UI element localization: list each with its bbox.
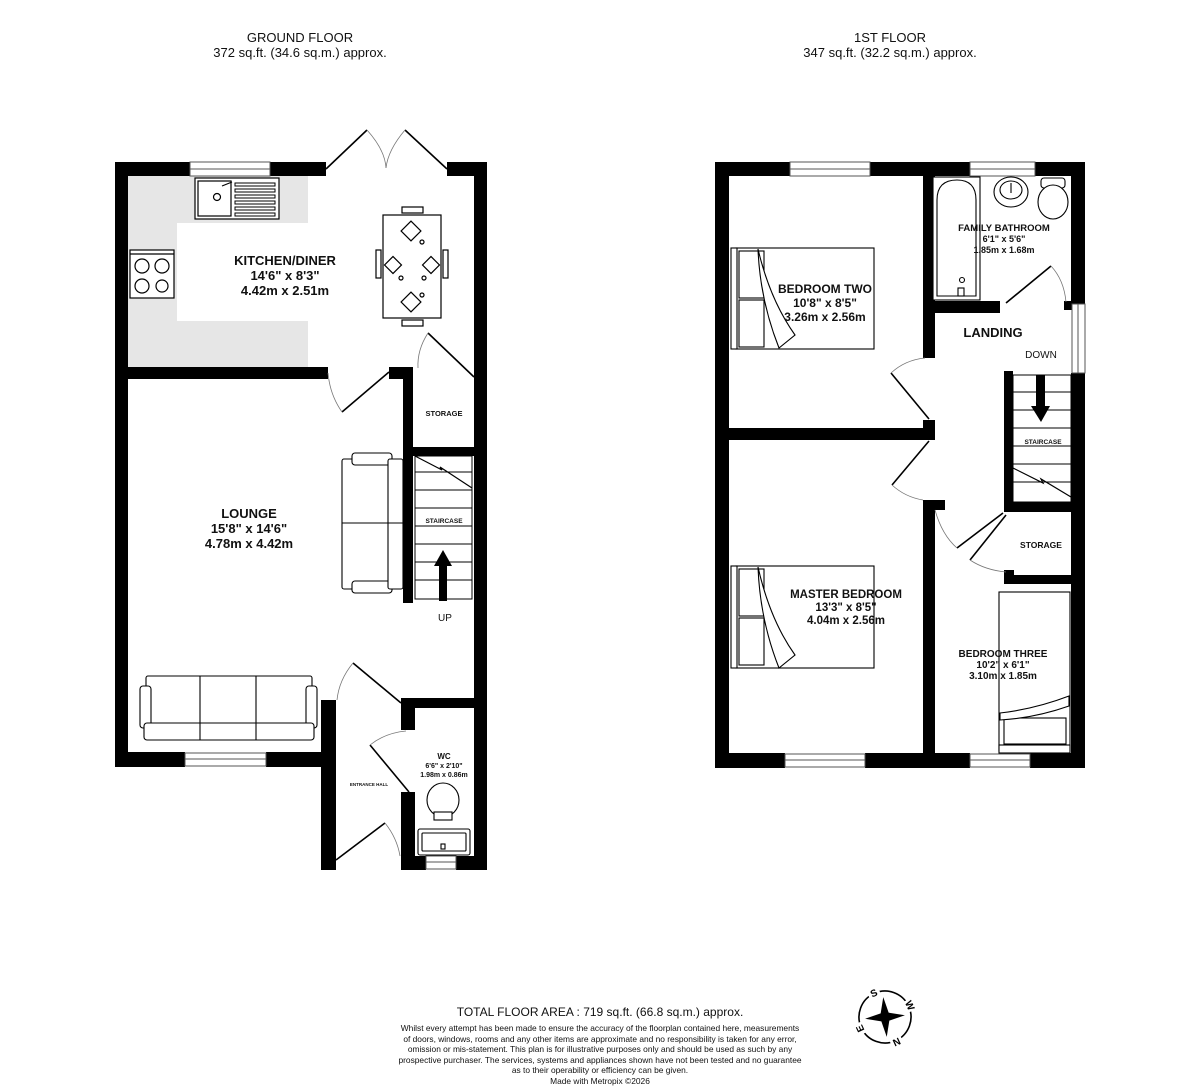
first-storage-label: STORAGE [1020,540,1062,550]
bedroom-two-metric: 3.26m x 2.56m [784,310,865,324]
sofa-two-seat-icon [342,453,403,593]
hob-icon [130,250,174,298]
total-floor-area: TOTAL FLOOR AREA : 719 sq.ft. (66.8 sq.m… [300,1005,900,1019]
wc-toilet-icon [418,783,470,855]
dining-table-icon [376,207,448,326]
kitchen-metric: 4.42m x 2.51m [241,283,329,298]
compass-icon: S N W E [850,982,920,1052]
kitchen-imperial: 14'6" x 8'3" [250,268,319,283]
bedroom-three-imperial: 10'2" x 6'1" [976,660,1029,671]
french-doors [326,130,447,169]
basin-icon [994,177,1028,207]
stair-down-label: DOWN [1025,350,1057,361]
bathtub-icon [933,177,980,300]
stair-down-arrow-icon [1031,375,1050,422]
entrance-hall-label: ENTRANCE HALL [350,782,388,787]
credit-line: Made with Metropix ©2026 [300,1076,900,1086]
compass-west: W [902,999,916,1013]
wc-imperial: 6'6" x 2'10" [425,763,462,770]
ground-floor-plan [115,130,487,870]
floorplan-drawing: KITCHEN/DINER 14'6" x 8'3" 4.42m x 2.51m… [0,0,1200,1000]
bedroom-three-metric: 3.10m x 1.85m [969,671,1037,682]
master-bedroom-imperial: 13'3" x 8'5" [815,602,876,614]
footer: TOTAL FLOOR AREA : 719 sq.ft. (66.8 sq.m… [300,1005,900,1086]
ground-storage-label: STORAGE [426,409,463,418]
bathroom-imperial: 6'1" x 5'6" [983,234,1026,244]
landing-label: LANDING [963,325,1022,340]
ground-staircase-label: STAIRCASE [425,518,463,525]
master-bedroom-metric: 4.04m x 2.56m [807,615,885,627]
bedroom-two-imperial: 10'8" x 8'5" [793,296,857,310]
sofa-three-seat-icon [140,676,317,740]
wc-metric: 1.98m x 0.86m [420,772,467,779]
kitchen-sink-icon [195,178,279,219]
disclaimer-line: as to their operability or efficiency ca… [300,1065,900,1076]
disclaimer-line: of doors, windows, rooms and any other i… [300,1034,900,1045]
stair-up-arrow-icon [434,550,452,601]
disclaimer-line: omission or mis-statement. This plan is … [300,1044,900,1055]
bedroom-two-name: BEDROOM TWO [778,282,872,296]
bathroom-name: FAMILY BATHROOM [958,223,1050,234]
master-bedroom-name: MASTER BEDROOM [790,589,902,601]
disclaimer-line: prospective purchaser. The services, sys… [300,1055,900,1066]
disclaimer-line: Whilst every attempt has been made to en… [300,1023,900,1034]
bathroom-metric: 1.85m x 1.68m [973,245,1034,255]
kitchen-name: KITCHEN/DINER [234,253,336,268]
wc-name: WC [437,752,451,761]
bedroom-three-name: BEDROOM THREE [959,649,1048,660]
lounge-name: LOUNGE [221,506,277,521]
toilet-icon [1038,178,1068,219]
stair-up-label: UP [438,613,452,624]
lounge-imperial: 15'8" x 14'6" [211,521,287,536]
lounge-metric: 4.78m x 4.42m [205,536,293,551]
first-staircase-label: STAIRCASE [1024,439,1062,446]
